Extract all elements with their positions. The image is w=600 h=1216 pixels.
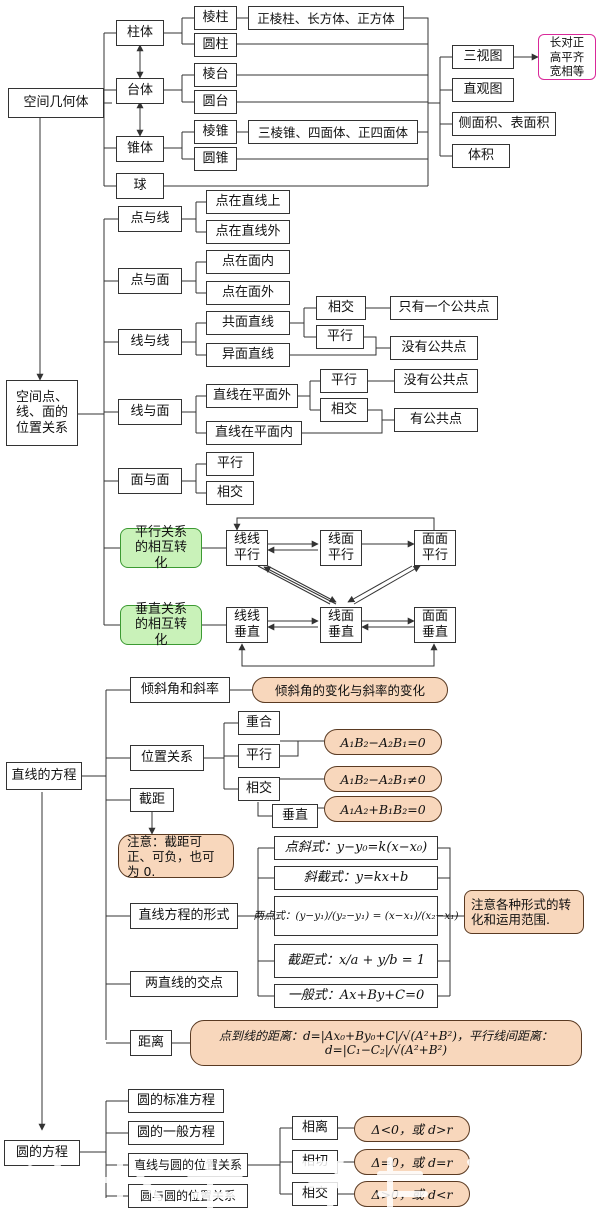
cone-node: 圆锥 bbox=[194, 147, 237, 171]
circle-standard-eq: 圆的标准方程 bbox=[128, 1089, 224, 1113]
has-common-point: 有公共点 bbox=[394, 408, 478, 432]
line-circle-relation: 直线与圆的位置关系 bbox=[128, 1153, 248, 1177]
cylinder-node: 圆柱 bbox=[194, 33, 237, 57]
eq-perpendicular-node: 垂直 bbox=[272, 804, 318, 828]
point-plane-node: 点与面 bbox=[118, 268, 182, 294]
direct-view-node: 直观图 bbox=[452, 78, 514, 102]
perpendicular-condition: A₁A₂+B₁B₂=0 bbox=[324, 796, 442, 822]
distance-formula: 点到线的距离：d=|Ax₀+By₀+C|/√(A²+B²)，平行线间距离：d=|… bbox=[190, 1020, 582, 1066]
line-plane-perpendicular: 线面垂直 bbox=[320, 607, 362, 643]
pyramid-node: 棱锥 bbox=[194, 120, 237, 144]
line-plane-parallel: 线面平行 bbox=[320, 530, 362, 566]
volume-node: 体积 bbox=[452, 144, 510, 168]
apart-node: 相离 bbox=[292, 1116, 338, 1140]
skew-lines: 异面直线 bbox=[206, 343, 290, 367]
ll-intersect: 相交 bbox=[316, 296, 366, 320]
pp-intersect: 相交 bbox=[206, 481, 254, 505]
frustum-node: 台体 bbox=[116, 78, 164, 104]
line-line-perpendicular: 线线垂直 bbox=[226, 607, 268, 643]
plane-plane-perpendicular: 面面垂直 bbox=[414, 607, 456, 643]
circle-title: 圆的方程 bbox=[4, 1140, 80, 1166]
lp-intersect: 相交 bbox=[320, 398, 368, 422]
general-form: 一般式：Ax+By+C=0 bbox=[274, 984, 438, 1008]
slope-intercept-form: 斜截式：y=kx+b bbox=[274, 866, 438, 890]
slope-node: 倾斜角和斜率 bbox=[130, 677, 230, 703]
prism-frustum-node: 棱台 bbox=[194, 63, 237, 87]
intercept-node: 截距 bbox=[130, 788, 174, 812]
parallel-conversion-node: 平行关系的相互转化 bbox=[120, 525, 202, 571]
eq-intersect-node: 相交 bbox=[238, 777, 280, 801]
coplanar-lines: 共面直线 bbox=[206, 311, 290, 335]
point-on-line: 点在直线上 bbox=[206, 190, 290, 214]
pp-parallel: 平行 bbox=[206, 452, 254, 476]
solid-title: 空间几何体 bbox=[8, 88, 104, 118]
intercept-form: 截距式：x/a + y/b = 1 bbox=[274, 944, 438, 978]
circle-general-eq: 圆的一般方程 bbox=[128, 1121, 224, 1145]
line-plane-node: 线与面 bbox=[118, 399, 182, 425]
point-in-plane: 点在面内 bbox=[206, 250, 290, 274]
three-view-rule: 长对正高平齐宽相等 bbox=[538, 34, 596, 80]
prism-column-node: 柱体 bbox=[116, 20, 164, 46]
eq-parallel-node: 平行 bbox=[238, 744, 280, 768]
prism-types: 正棱柱、长方体、正方体 bbox=[248, 6, 404, 30]
line-line-parallel: 线线平行 bbox=[226, 530, 268, 566]
plane-plane-parallel: 面面平行 bbox=[414, 530, 456, 566]
line-inside-plane: 直线在平面内 bbox=[206, 421, 302, 445]
coincide-node: 重合 bbox=[238, 711, 280, 735]
perpendicular-conversion-node: 垂直关系的相互转化 bbox=[120, 602, 202, 648]
point-line-node: 点与线 bbox=[118, 206, 182, 232]
tangent-node: 相切 bbox=[292, 1150, 338, 1174]
apart-condition: Δ<0，或 d>r bbox=[354, 1116, 470, 1142]
intersect-condition-circle: Δ>0，或 d<r bbox=[354, 1181, 470, 1207]
slope-note: 倾斜角的变化与斜率的变化 bbox=[252, 677, 448, 703]
one-common-point: 只有一个公共点 bbox=[390, 296, 498, 320]
plane-plane-node: 面与面 bbox=[118, 468, 182, 494]
tangent-condition: Δ=0，或 d=r bbox=[354, 1149, 470, 1175]
cone-frustum-node: 圆台 bbox=[194, 90, 237, 114]
position-title: 空间点、线、面的位置关系 bbox=[6, 380, 78, 446]
circle-circle-relation: 圆与圆的位置关系 bbox=[128, 1184, 248, 1208]
line-equation-title: 直线的方程 bbox=[6, 762, 82, 790]
intercept-note: 注意：截距可正、可负，也可为 0. bbox=[118, 834, 234, 879]
two-point-form: 两点式：(y−y₁)/(y₂−y₁) = (x−x₁)/(x₂−x₁) bbox=[253, 896, 459, 936]
surface-area-node: 侧面积、表面积 bbox=[452, 112, 556, 136]
no-common-point-2: 没有公共点 bbox=[394, 369, 478, 393]
ll-parallel: 平行 bbox=[316, 325, 364, 349]
pyramid-types: 三棱锥、四面体、正四面体 bbox=[248, 120, 418, 144]
prism-node: 棱柱 bbox=[194, 6, 237, 30]
distance-node: 距离 bbox=[130, 1030, 172, 1056]
intersect-condition: A₁B₂−A₂B₁≠0 bbox=[324, 766, 442, 792]
point-slope-form: 点斜式：y−y₀=k(x−x₀) bbox=[274, 836, 438, 860]
three-view-node: 三视图 bbox=[452, 45, 514, 69]
line-line-node: 线与线 bbox=[118, 329, 182, 355]
sphere-node: 球 bbox=[116, 173, 164, 199]
point-out-plane: 点在面外 bbox=[206, 281, 290, 305]
cone-pyramid-node: 锥体 bbox=[116, 136, 164, 162]
relation-node: 位置关系 bbox=[130, 745, 204, 771]
lp-parallel: 平行 bbox=[320, 369, 368, 393]
no-common-point-1: 没有公共点 bbox=[390, 336, 478, 360]
forms-node: 直线方程的形式 bbox=[130, 903, 238, 929]
parallel-condition: A₁B₂−A₂B₁=0 bbox=[324, 729, 442, 755]
circle-intersect-node: 相交 bbox=[292, 1182, 338, 1206]
intersection-node: 两直线的交点 bbox=[130, 971, 238, 997]
line-outside-plane: 直线在平面外 bbox=[206, 384, 298, 408]
point-off-line: 点在直线外 bbox=[206, 220, 290, 244]
forms-note: 注意各种形式的转化和运用范围. bbox=[464, 890, 584, 934]
